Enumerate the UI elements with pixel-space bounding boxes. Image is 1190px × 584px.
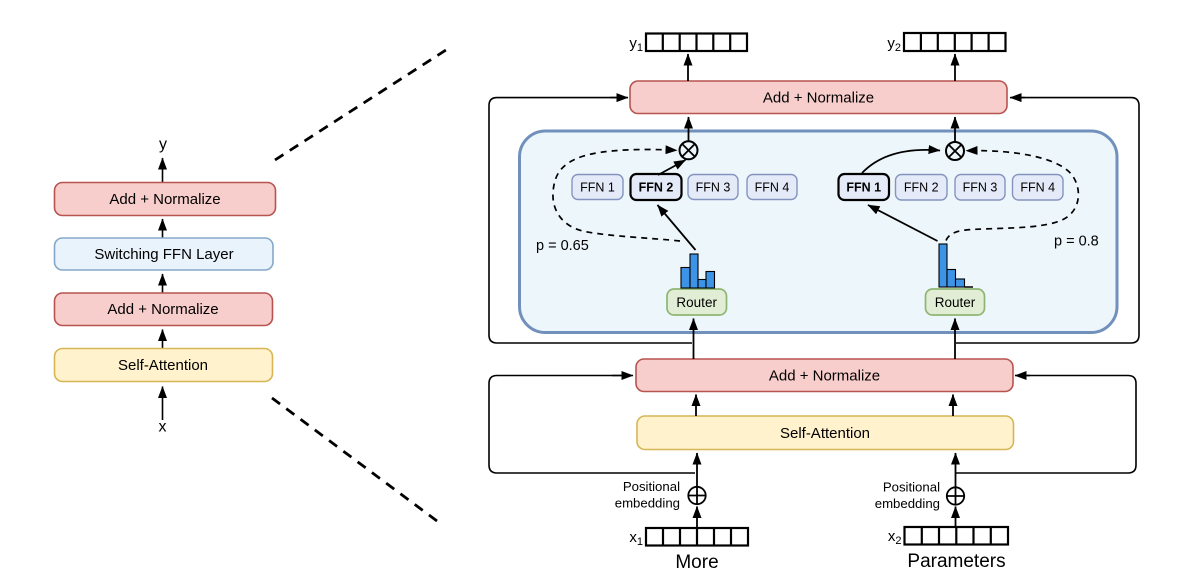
svg-text:p = 0.8: p = 0.8 <box>1054 234 1099 250</box>
svg-text:y: y <box>159 136 167 153</box>
svg-text:Add + Normalize: Add + Normalize <box>769 368 880 385</box>
svg-text:Add + Normalize: Add + Normalize <box>109 191 220 208</box>
svg-text:Router: Router <box>676 295 717 310</box>
svg-text:FFN 3: FFN 3 <box>963 181 998 195</box>
svg-text:y1: y1 <box>629 35 643 54</box>
svg-text:FFN 3: FFN 3 <box>696 181 731 195</box>
svg-text:Positional: Positional <box>623 479 680 494</box>
svg-text:p = 0.65: p = 0.65 <box>536 238 589 254</box>
svg-text:y2: y2 <box>887 35 901 54</box>
svg-text:Switching FFN Layer: Switching FFN Layer <box>94 246 233 263</box>
svg-text:Add + Normalize: Add + Normalize <box>763 90 874 107</box>
svg-text:FFN 2: FFN 2 <box>639 181 674 195</box>
svg-text:Positional: Positional <box>883 480 940 495</box>
svg-text:Parameters: Parameters <box>907 551 1005 572</box>
svg-text:embedding: embedding <box>615 496 680 511</box>
svg-text:Self-Attention: Self-Attention <box>780 425 870 442</box>
svg-text:x2: x2 <box>888 528 902 547</box>
svg-text:x: x <box>159 419 167 436</box>
svg-text:Self-Attention: Self-Attention <box>118 357 208 374</box>
svg-text:FFN 1: FFN 1 <box>846 181 881 195</box>
svg-text:Router: Router <box>935 295 976 310</box>
svg-text:FFN 1: FFN 1 <box>580 181 615 195</box>
svg-text:Add + Normalize: Add + Normalize <box>107 301 218 318</box>
svg-text:FFN 4: FFN 4 <box>1020 181 1055 195</box>
svg-text:x1: x1 <box>629 529 643 548</box>
svg-text:FFN 4: FFN 4 <box>755 181 790 195</box>
svg-text:embedding: embedding <box>875 496 940 511</box>
svg-text:More: More <box>675 552 718 573</box>
svg-text:FFN 2: FFN 2 <box>904 181 939 195</box>
